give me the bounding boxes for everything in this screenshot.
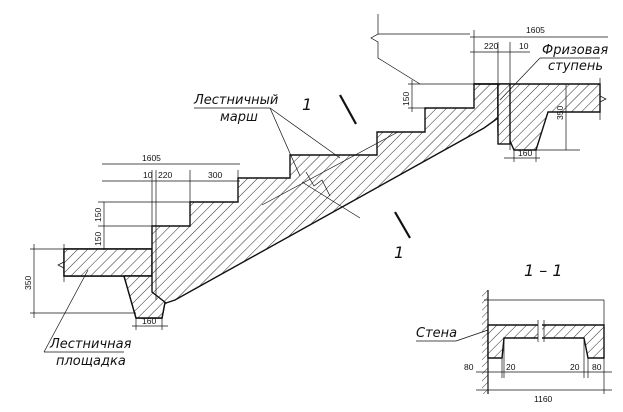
lower-landing-slab-main [63,248,153,277]
section-break [537,320,545,342]
label-march-line1: Лестничный [193,93,278,108]
section-mark-top: 1 [302,94,357,125]
lower-dimensions: 1605 10 220 300 150 150 350 160 [23,153,240,330]
dim-150-upper: 150 [401,92,411,106]
dim-220-upper: 220 [484,41,498,51]
label-march: Лестничный марш [193,93,341,177]
dim-300: 300 [208,170,222,180]
dim-80-left: 80 [464,362,474,372]
dim-10-lower: 10 [143,170,153,180]
stair-flight [151,83,499,304]
section-title: 1 – 1 [524,261,563,280]
frieze-step-rib [497,83,511,145]
section-slab [487,324,605,359]
label-frieze: Фризовая ступень [499,43,608,101]
section-mark-bottom-label: 1 [394,243,404,262]
label-landing: Лестничная площадка [43,269,132,369]
label-march-line2: марш [220,110,258,125]
dim-1605-upper: 1605 [526,25,545,35]
section-mark-top-label: 1 [302,95,312,114]
dim-220-lower: 220 [158,170,172,180]
section-mark-bottom: 1 [394,211,411,262]
dim-160-lower: 160 [142,316,156,326]
label-landing-line1: Лестничная [49,337,132,352]
upper-break-line [599,78,607,120]
label-frieze-line1: Фризовая [542,43,608,58]
dim-1160: 1160 [534,394,553,404]
dim-1605-lower: 1605 [142,153,161,163]
label-landing-line2: площадка [56,354,126,369]
dim-20-right: 20 [570,362,580,372]
dim-150-b: 150 [93,232,103,246]
top-break-line [370,14,421,85]
section-1-1: 1 – 1 Стена 80 20 20 80 1160 [416,261,612,404]
dim-20-left: 20 [506,362,516,372]
dim-160-upper: 160 [518,148,532,158]
wall-hatch [482,290,488,394]
dim-150-a: 150 [93,208,103,222]
label-frieze-line2: ступень [548,59,603,74]
dim-80-right: 80 [592,362,602,372]
section-line [261,131,399,206]
dim-350-lower: 350 [23,276,33,290]
flight-cut-line-1 [301,181,361,219]
label-wall: Стена [416,326,457,341]
lower-break-line [57,244,65,282]
upper-dimensions: 1605 220 10 150 350 160 [401,25,608,162]
dim-10-upper: 10 [519,41,529,51]
stair-flight-body [151,83,499,304]
dim-350-upper: 350 [555,106,565,120]
